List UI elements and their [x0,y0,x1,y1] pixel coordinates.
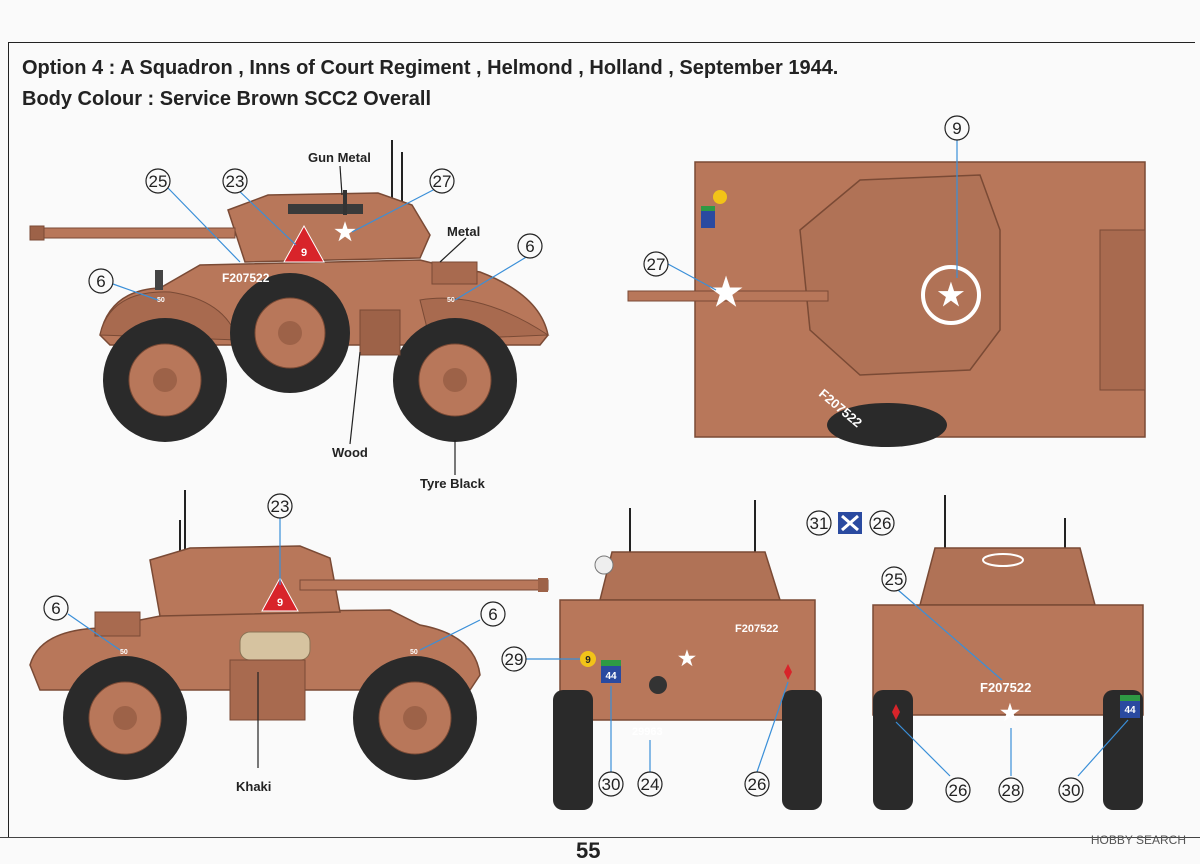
serial-decal-front: F207522 [735,623,778,635]
number-decal-front: 29963 [632,726,663,738]
paint-label-khaki: Khaki [236,779,271,794]
callout-27: 27 [433,172,452,191]
callout-6: 6 [51,599,60,618]
paint-label-tyre-black: Tyre Black [420,476,486,491]
callout-6: 6 [488,605,497,624]
paint-label-gun-metal: Gun Metal [308,150,371,165]
callout-28: 28 [1002,781,1021,800]
top-view: ★ ★ F207522 9 27 [627,115,1146,447]
star-decal-top: ★ [709,272,743,314]
callout-9: 9 [952,119,961,138]
roundel-star-decal: ★ [938,279,965,312]
star-decal-front: ★ [678,648,696,670]
page-bottom-rule [0,837,1200,838]
watermark: HOBBY SEARCH [1090,833,1186,847]
serial-decal-rear: F207522 [980,680,1031,695]
bridge-class-disc: 9 [585,655,591,666]
rear-view: F207522 ★ 44 25 26 28 30 [872,495,1144,810]
paint-label-metal: Metal [447,224,480,239]
page-frame [8,42,1195,838]
callout-26: 26 [949,781,968,800]
body-colour-subtitle: Body Colour : Service Brown SCC2 Overall [22,88,431,110]
weight-decal-front: 50 [120,649,128,656]
callout-6: 6 [525,237,534,256]
callout-6: 6 [96,272,105,291]
unit-code-decal: 44 [1124,705,1136,716]
serial-decal-side: F207522 [222,271,270,285]
decal-legend: 31 26 [806,510,895,536]
page-number: 55 [576,838,601,863]
callout-31: 31 [810,514,829,533]
bridge-class-decal: 9 [277,597,283,609]
weight-decal-rear: 50 [410,649,418,656]
option-title: Option 4 : A Squadron , Inns of Court Re… [22,57,839,79]
weight-decal-front: 50 [157,297,165,304]
callout-26: 26 [748,775,767,794]
star-decal-rear: ★ [1000,700,1020,725]
callout-30: 30 [1062,781,1081,800]
callout-23: 23 [226,172,245,191]
unit-code-decal: 44 [605,671,617,682]
callout-30: 30 [602,775,621,794]
star-decal: ★ [334,219,356,246]
weight-decal-rear: 50 [447,297,455,304]
callout-26: 26 [873,514,892,533]
callout-25: 25 [885,570,904,589]
bridge-class-decal: 9 [301,247,307,259]
callout-29: 29 [505,650,524,669]
front-view: ★ F207522 29963 9 44 29 30 24 26 [501,500,822,810]
callout-24: 24 [641,775,660,794]
side-view-right: 9 50 50 Khaki 23 6 6 [29,490,549,794]
callout-27: 27 [647,255,666,274]
paint-label-wood: Wood [332,445,368,460]
callout-23: 23 [271,497,290,516]
callout-25: 25 [149,172,168,191]
side-view-left: 9 ★ F207522 50 50 Gun Metal Metal Wood T… [29,140,550,491]
